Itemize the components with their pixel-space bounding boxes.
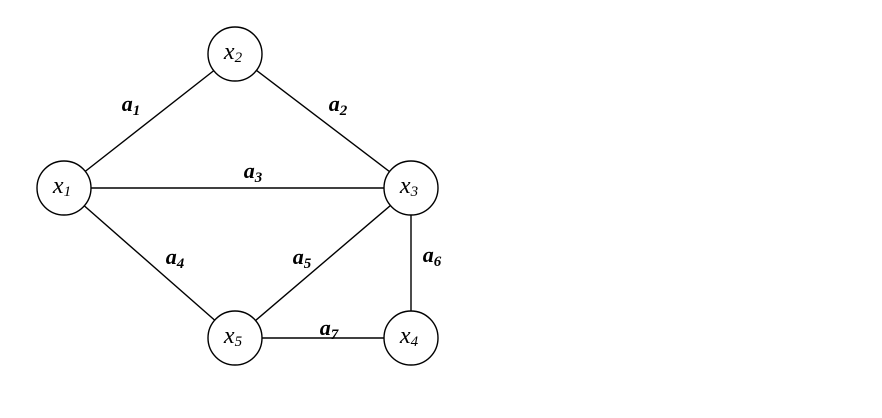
node-x1: x1: [36, 160, 92, 216]
edge-label-a6-base: a: [423, 242, 434, 267]
node-label-x2-base: x: [223, 39, 235, 65]
edge-label-a4-subscript: 4: [176, 256, 185, 272]
edge-label-a2: a2: [329, 91, 348, 119]
node-x4: x4: [383, 310, 439, 366]
edge-label-a6: a6: [423, 242, 442, 270]
edge-label-a2-base: a: [329, 91, 340, 116]
node-circle-x1: [36, 160, 92, 216]
edge-label-a5-base: a: [293, 244, 304, 269]
edge-label-a1: a1: [122, 91, 141, 119]
node-label-x1: x1: [52, 173, 71, 201]
edge-label-a1-subscript: 1: [133, 103, 141, 119]
edge-label-a5-subscript: 5: [304, 256, 312, 272]
edge-label-a3-base: a: [244, 158, 255, 183]
node-label-x4-base: x: [399, 323, 411, 349]
edge-label-a3-subscript: 3: [254, 170, 263, 186]
node-label-x3-subscript: 3: [410, 184, 419, 200]
edge-label-a2-subscript: 2: [339, 103, 348, 119]
edge-label-a7-base: a: [320, 315, 331, 340]
node-circle-x2: [207, 26, 263, 82]
edge-label-a1-base: a: [122, 91, 133, 116]
node-label-x3: x3: [399, 173, 418, 201]
edge-label-a5: a5: [293, 244, 312, 272]
edge-label-a4-base: a: [166, 244, 177, 269]
edge-label-a7-subscript: 7: [331, 327, 339, 343]
edge-a2: [234, 53, 412, 189]
node-x2: x2: [207, 26, 263, 82]
edge-label-a6-subscript: 6: [434, 254, 442, 270]
edge-a1: [63, 53, 236, 189]
node-label-x4: x4: [399, 323, 419, 351]
edges-layer: [63, 53, 412, 339]
node-label-x5-subscript: 5: [235, 334, 243, 350]
node-label-x2-subscript: 2: [235, 50, 243, 66]
node-label-x4-subscript: 4: [411, 334, 419, 350]
edge-label-a4: a4: [166, 244, 185, 272]
node-circle-x3: [383, 160, 439, 216]
edge-label-a3: a3: [244, 158, 263, 186]
node-label-x5: x5: [223, 323, 243, 351]
node-circle-x5: [207, 310, 263, 366]
node-circle-x4: [383, 310, 439, 366]
edge-a4: [63, 187, 236, 339]
node-x3: x3: [383, 160, 439, 216]
node-label-x1-subscript: 1: [64, 184, 72, 200]
node-label-x2: x2: [223, 39, 243, 67]
node-label-x3-base: x: [399, 173, 411, 199]
node-x5: x5: [207, 310, 263, 366]
node-label-x5-base: x: [223, 323, 235, 349]
edge-a5: [234, 187, 412, 339]
node-label-x1-base: x: [52, 173, 64, 199]
edge-label-a7: a7: [320, 315, 339, 343]
